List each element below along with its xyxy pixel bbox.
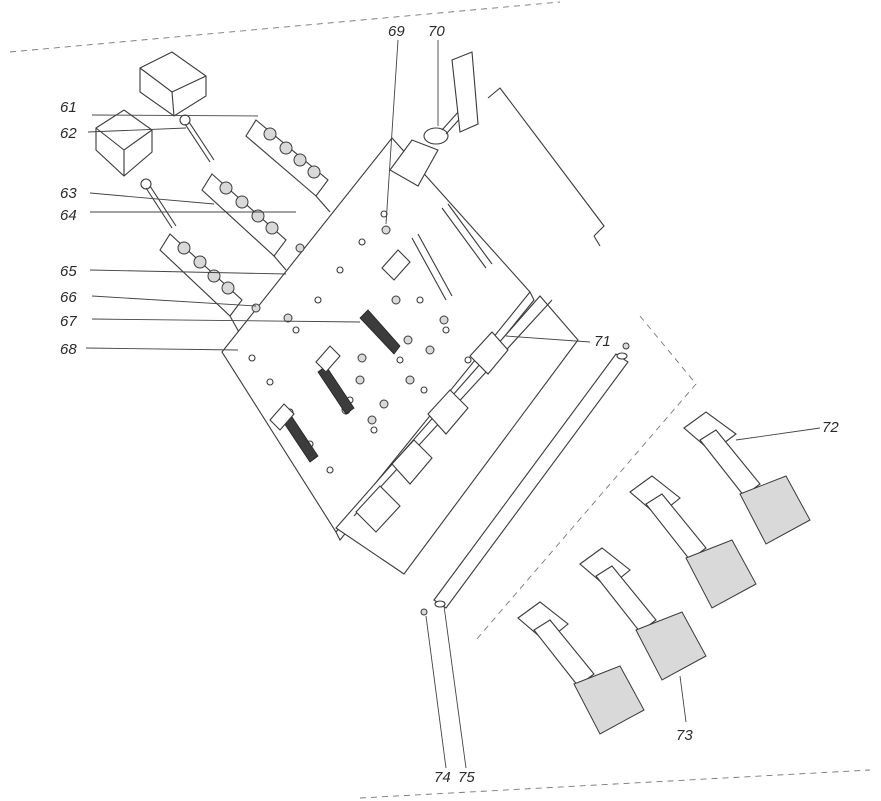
plunger-pin-63 xyxy=(140,178,177,229)
callout-71: 71 xyxy=(594,333,611,350)
pedal-72 xyxy=(683,411,811,545)
pedal-4 xyxy=(517,601,645,735)
solenoid-box-upper xyxy=(139,51,207,117)
spring-long xyxy=(411,233,453,301)
callout-61: 61 xyxy=(60,99,77,116)
spring-67 xyxy=(359,309,401,355)
drive-motor-70 xyxy=(389,51,479,187)
leader-lines xyxy=(85,39,821,769)
callout-66: 66 xyxy=(60,289,77,306)
callout-68: 68 xyxy=(60,341,77,358)
callout-70: 70 xyxy=(428,23,445,40)
callout-65: 65 xyxy=(60,263,77,280)
clip-upper xyxy=(622,342,630,350)
coil-rail-61 xyxy=(245,119,331,213)
spring-upper xyxy=(441,203,493,269)
pedal-73 xyxy=(579,547,707,681)
front-panel-71 xyxy=(335,295,579,575)
callout-63: 63 xyxy=(60,185,77,202)
plunger-pin-62 xyxy=(179,114,215,163)
clip-74 xyxy=(420,608,428,616)
callout-62: 62 xyxy=(60,125,77,142)
coil-rail-65 xyxy=(159,233,243,335)
pedal-2 xyxy=(629,475,757,609)
callout-67: 67 xyxy=(60,313,77,330)
border-dash-top xyxy=(9,1,561,53)
side-rail xyxy=(487,87,605,247)
callout-69: 69 xyxy=(388,23,405,40)
border-dash-bottom xyxy=(359,769,871,799)
assembly-bracket xyxy=(475,315,697,641)
pedal-shaft-75 xyxy=(433,352,629,609)
callout-72: 72 xyxy=(822,419,839,436)
callout-73: 73 xyxy=(676,727,693,744)
mounting-plate xyxy=(221,137,535,542)
solenoid-box-lower xyxy=(95,109,153,177)
callout-64: 64 xyxy=(60,207,77,224)
callout-75: 75 xyxy=(458,769,475,786)
callout-74: 74 xyxy=(434,769,451,786)
coil-rail-64 xyxy=(201,173,287,271)
